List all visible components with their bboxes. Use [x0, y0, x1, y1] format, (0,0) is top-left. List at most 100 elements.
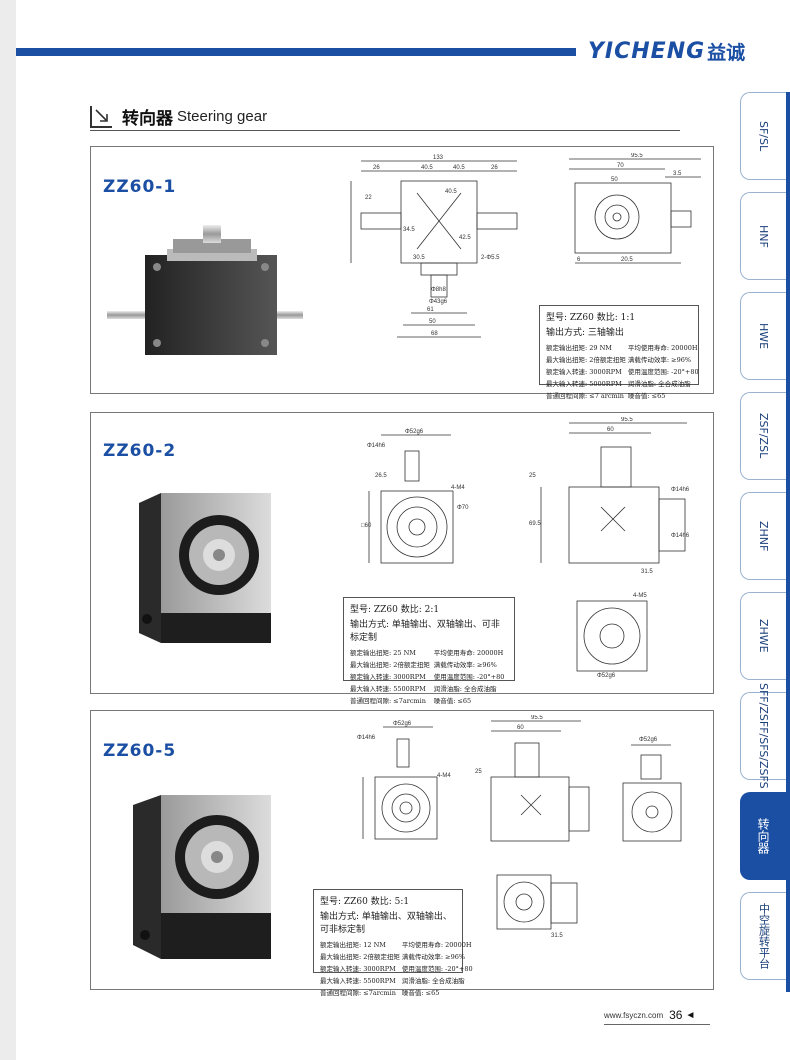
product-photo-zz60-1: [107, 225, 303, 355]
svg-text:Φ52g6: Φ52g6: [597, 673, 616, 679]
logo-cn: 益诚: [707, 41, 746, 64]
product-photo-zz60-5: [133, 795, 271, 959]
svg-text:68: 68: [431, 331, 438, 337]
svg-text:□60: □60: [361, 523, 372, 529]
svg-text:Φ8h8: Φ8h8: [431, 287, 446, 293]
drawing-end-zz60-5: Φ52g6: [622, 737, 682, 842]
tab-steering-gear[interactable]: 转向器: [740, 792, 786, 880]
svg-text:6: 6: [577, 257, 581, 263]
svg-text:133: 133: [433, 155, 444, 161]
svg-text:60: 60: [517, 725, 524, 731]
svg-text:34.5: 34.5: [403, 227, 415, 233]
spec-box-zz60-1: 型号: ZZ60 数比: 1:1 输出方式: 三轴输出 额定输出扭矩: 29 N…: [539, 305, 699, 400]
model-title: ZZ60-1: [103, 177, 177, 197]
svg-text:26: 26: [373, 165, 380, 171]
drawing-side-zz60-5: 95.5 60 25: [475, 715, 590, 842]
svg-text:4-M5: 4-M5: [633, 593, 647, 599]
spec-output-line: 输出方式: 单轴输出、双轴输出、可非标定制: [320, 912, 452, 935]
spec-output-line: 输出方式: 三轴输出: [546, 328, 624, 338]
left-margin-strip: [0, 0, 16, 1060]
svg-text:2-Φ5.5: 2-Φ5.5: [481, 255, 500, 261]
drawing-bottom-zz60-5: 31.5: [496, 874, 578, 939]
svg-text:26.5: 26.5: [375, 473, 387, 479]
spec-box-zz60-2: 型号: ZZ60 数比: 2:1 输出方式: 单轴输出、双轴输出、可非标定制 额…: [343, 597, 515, 705]
drawing-front-zz60-1: 133 26 40.5 40.5 26 22 40.5 34.5 42.5 30…: [350, 155, 518, 338]
svg-text:60: 60: [607, 427, 614, 433]
drawing-side-zz60-2: 95.5 60 25 Φ14h6 69.5 Φ14h6 31.5: [529, 417, 690, 575]
svg-text:40.5: 40.5: [453, 165, 465, 171]
svg-text:Φ52g6: Φ52g6: [639, 737, 658, 743]
svg-text:Φ43g6: Φ43g6: [429, 299, 448, 305]
svg-text:30.5: 30.5: [413, 255, 425, 261]
svg-text:Φ70: Φ70: [457, 505, 469, 511]
footer: www.fsyczn.com 36 ◄: [604, 1008, 695, 1022]
header-bar: [16, 48, 576, 56]
svg-text:Φ14h6: Φ14h6: [671, 533, 690, 539]
svg-text:70: 70: [617, 163, 624, 169]
svg-text:40.5: 40.5: [445, 189, 457, 195]
spec-model-line: 型号: ZZ60 数比: 1:1: [546, 313, 636, 323]
product-panel-zz60-5: ZZ60-5 Φ52g6 Φ14h6 4-M4: [90, 710, 714, 997]
spec-output-line: 输出方式: 单轴输出、双轴输出、可非标定制: [350, 620, 500, 643]
product-photo-zz60-2: [139, 493, 271, 643]
svg-text:95.5: 95.5: [631, 153, 643, 159]
svg-text:31.5: 31.5: [551, 933, 563, 939]
tab-hollow-rotary-platform[interactable]: 中空旋转平台: [740, 892, 786, 980]
spec-model-line: 型号: ZZ60 数比: 5:1: [320, 897, 410, 907]
footer-rule: [604, 1024, 710, 1025]
svg-text:Φ14h6: Φ14h6: [357, 735, 376, 741]
svg-text:22: 22: [365, 195, 372, 201]
spec-model-line: 型号: ZZ60 数比: 2:1: [350, 605, 440, 615]
tab-sf-sl[interactable]: SF/SL: [740, 92, 786, 180]
product-panel-zz60-2: ZZ60-2 Φ52g6 Φ14h6 26.5 4-M4 Φ70 □60: [90, 412, 714, 705]
svg-text:25: 25: [475, 769, 482, 775]
tab-sff-zsff-sfs-zsfs[interactable]: SFF/ZSFF/SFS/ZSFS: [740, 683, 786, 789]
svg-text:3.5: 3.5: [673, 171, 682, 177]
svg-text:95.5: 95.5: [531, 715, 543, 721]
svg-text:42.5: 42.5: [459, 235, 471, 241]
section-title-en: Steering gear: [177, 108, 268, 125]
svg-text:61: 61: [427, 307, 434, 313]
spec-box-zz60-5: 型号: ZZ60 数比: 5:1 输出方式: 单轴输出、双轴输出、可非标定制 额…: [313, 889, 473, 997]
page-number: 36: [669, 1008, 683, 1022]
tab-hwe[interactable]: HWE: [740, 292, 786, 380]
svg-text:25: 25: [529, 473, 536, 479]
tabs-edge: [786, 92, 790, 992]
svg-text:Φ14h6: Φ14h6: [367, 443, 386, 449]
svg-text:4-M4: 4-M4: [451, 485, 465, 491]
tab-zsf-zsl[interactable]: ZSF/ZSL: [740, 392, 786, 480]
svg-text:26: 26: [491, 165, 498, 171]
svg-text:95.5: 95.5: [621, 417, 633, 423]
drawing-end-zz60-2: 4-M5 Φ52g6: [576, 593, 648, 679]
product-panel-zz60-1: ZZ60-1 133 26 40.5 40.5 26: [90, 146, 714, 400]
drawing-front-zz60-2: Φ52g6 Φ14h6 26.5 4-M4 Φ70 □60: [361, 429, 469, 564]
section-title-cn: 转向器: [122, 109, 173, 129]
drawing-side-zz60-1: 95.5 70 3.5 50 6 20.5: [569, 153, 701, 264]
tab-hnf[interactable]: HNF: [740, 192, 786, 280]
model-title: ZZ60-5: [103, 741, 177, 761]
section-rule: [90, 130, 680, 131]
svg-text:Φ14h6: Φ14h6: [671, 487, 690, 493]
brand-logo: YICHENG 益诚: [588, 36, 745, 66]
svg-text:50: 50: [611, 177, 618, 183]
section-title: 转向器 Steering gear: [90, 104, 267, 129]
logo-en: YICHENG: [588, 38, 706, 64]
section-arrow-icon: [90, 105, 112, 128]
footer-url[interactable]: www.fsyczn.com: [604, 1010, 664, 1020]
svg-text:20.5: 20.5: [621, 257, 633, 263]
tab-zhnf[interactable]: ZHNF: [740, 492, 786, 580]
page-arrow-icon: ◄: [685, 1009, 696, 1021]
svg-text:4-M4: 4-M4: [437, 773, 451, 779]
drawing-front-zz60-5: Φ52g6 Φ14h6 4-M4: [357, 721, 451, 840]
svg-text:69.5: 69.5: [529, 521, 541, 527]
model-title: ZZ60-2: [103, 441, 177, 461]
tab-zhwe[interactable]: ZHWE: [740, 592, 786, 680]
svg-text:40.5: 40.5: [421, 165, 433, 171]
svg-text:Φ52g6: Φ52g6: [393, 721, 412, 727]
svg-text:Φ52g6: Φ52g6: [405, 429, 424, 435]
svg-text:31.5: 31.5: [641, 569, 653, 575]
svg-text:50: 50: [429, 319, 436, 325]
